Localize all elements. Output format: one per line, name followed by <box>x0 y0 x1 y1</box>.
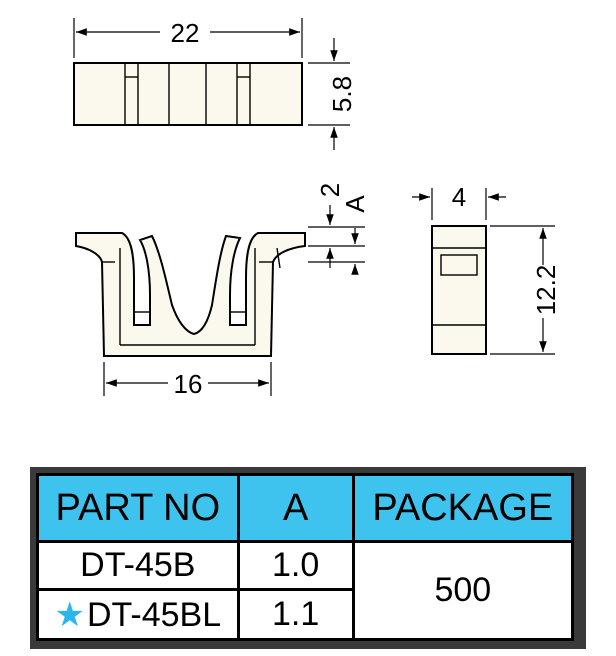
top-view-slots <box>124 63 251 125</box>
dim-side-width-label: 4 <box>452 182 466 212</box>
dim-height: 5.8 <box>308 38 357 150</box>
dim-height-label: 5.8 <box>327 76 357 112</box>
technical-drawing: 22 5.8 16 <box>73 18 561 399</box>
front-view: 16 2 A <box>75 183 370 399</box>
top-view: 22 5.8 <box>73 18 357 150</box>
side-view: 4 12.2 <box>412 182 561 355</box>
dim-gap-label: 2 <box>315 183 345 197</box>
part-no-value: DT-45BL <box>86 595 222 634</box>
table-header-row: PART NO A PACKAGE <box>36 473 575 543</box>
dim-side-width: 4 <box>412 182 506 220</box>
star-icon: ★ <box>54 595 85 634</box>
dim-base-width-label: 16 <box>174 369 203 399</box>
dim-gap: 2 A <box>308 183 370 275</box>
header-a: A <box>236 473 355 543</box>
part-no-cell: DT-45B <box>36 539 240 592</box>
top-view-body <box>73 62 303 126</box>
table-row: DT-45B 1.0 500 <box>36 539 575 641</box>
front-view-outline <box>75 232 306 357</box>
header-package: PACKAGE <box>351 473 575 543</box>
dim-width-label: 22 <box>171 18 200 48</box>
part-no-cell: ★DT-45BL <box>36 588 240 641</box>
table-row: ★DT-45BL 1.1 <box>36 588 573 641</box>
dim-side-height: 12.2 <box>490 225 561 355</box>
dim-side-height-label: 12.2 <box>531 265 561 316</box>
spec-table-grid: PART NO A PACKAGE DT-45B 1.0 500 ★DT-45B… <box>36 473 575 641</box>
side-view-details <box>432 247 486 326</box>
dim-base-width: 16 <box>103 362 272 399</box>
dim-width: 22 <box>73 18 303 58</box>
part-no-value: DT-45B <box>80 546 196 585</box>
header-part-no: PART NO <box>36 473 240 543</box>
a-value-cell: 1.0 <box>236 539 355 592</box>
spec-table: PART NO A PACKAGE DT-45B 1.0 500 ★DT-45B… <box>30 467 586 649</box>
dim-gap-a-label: A <box>340 195 370 213</box>
side-view-body <box>431 225 487 355</box>
package-value-cell: 500 <box>351 540 575 641</box>
a-value-cell: 1.1 <box>236 588 355 641</box>
front-view-details <box>102 247 281 346</box>
